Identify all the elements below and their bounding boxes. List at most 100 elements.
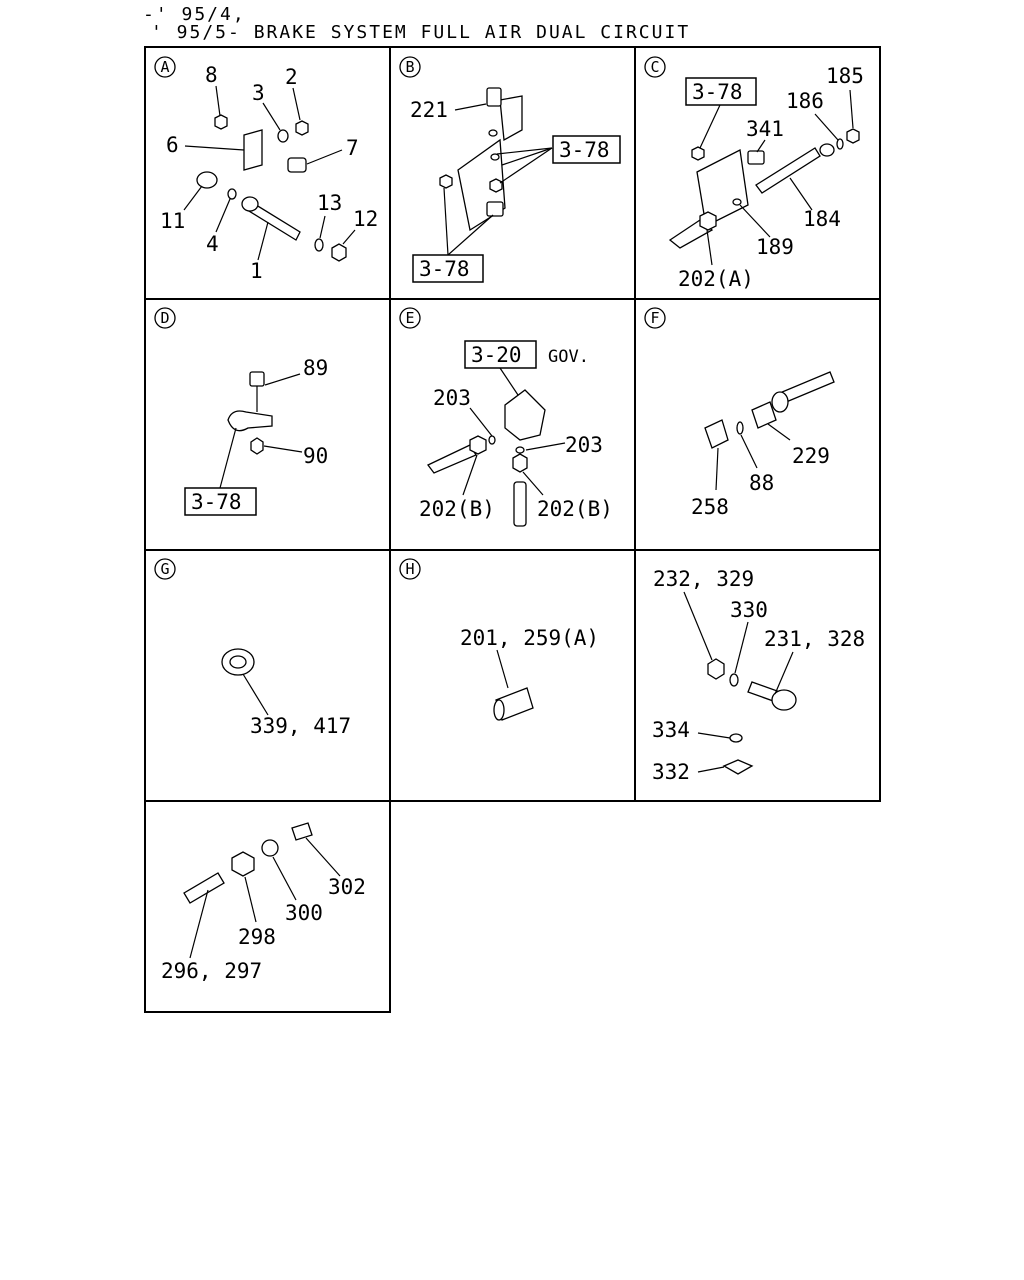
nut-2 [295, 120, 309, 136]
label-3: 3 [252, 81, 265, 105]
label-202a: 202(A) [678, 267, 754, 291]
panel-a: A 8 3 2 6 7 11 4 1 13 12 [154, 56, 378, 283]
label-12: 12 [353, 207, 378, 231]
label-203-upper: 203 [433, 386, 471, 410]
panel-b: B 221 3-78 3-78 [399, 56, 621, 283]
label-341: 341 [746, 117, 784, 141]
label-298: 298 [238, 925, 276, 949]
label-90: 90 [303, 444, 328, 468]
fitting-11 [196, 171, 218, 189]
bolt-lower [486, 201, 504, 217]
panel-c: C 3-78 185 186 341 184 189 202(A) [644, 56, 864, 291]
label-184: 184 [803, 207, 841, 231]
nut-202a [699, 211, 717, 231]
fitting-184 [755, 147, 821, 194]
nut-90 [250, 437, 264, 455]
o-ring-203-lower [515, 446, 525, 454]
bracket-tab [499, 95, 523, 142]
washer-186 [836, 138, 844, 150]
tee-258 [704, 419, 729, 449]
ref-box-3-78-b1: 3-78 [559, 138, 610, 162]
fitting-184-end [819, 143, 835, 157]
nut-8 [214, 114, 228, 130]
label-258: 258 [691, 495, 729, 519]
connector-head [241, 196, 259, 212]
panel-letter-f: F [650, 309, 659, 327]
label-202b-left: 202(B) [419, 497, 495, 521]
nut-12 [331, 243, 347, 262]
governor-body [504, 389, 546, 441]
label-1: 1 [250, 259, 263, 283]
label-330: 330 [730, 598, 768, 622]
nut-298 [231, 851, 255, 877]
ref-box-3-78-c: 3-78 [692, 80, 743, 104]
header-line-1: -' 95/4, [143, 4, 246, 25]
panel-letter-c: C [650, 58, 659, 76]
bolt-7 [287, 157, 307, 173]
label-296-297: 296, 297 [161, 959, 262, 983]
panel-letter-g: G [160, 560, 169, 578]
ref-box-3-20: 3-20 [471, 343, 522, 367]
bracket-c [696, 149, 749, 227]
label-gov: GOV. [548, 347, 589, 367]
o-ring-203-left [488, 435, 496, 445]
label-231-328: 231, 328 [764, 627, 865, 651]
bolt-221 [486, 87, 502, 107]
washer-334 [729, 733, 743, 743]
panel-letter-e: E [405, 309, 414, 327]
label-8: 8 [205, 63, 218, 87]
label-186: 186 [786, 89, 824, 113]
washer-3 [277, 129, 289, 143]
label-339-417: 339, 417 [250, 714, 351, 738]
snap-ring-13 [314, 238, 324, 252]
clip [227, 410, 273, 432]
sleeve-300 [261, 839, 279, 857]
panel-g: G 339, 417 [154, 558, 351, 738]
panel-f: F 229 88 258 [644, 307, 835, 519]
grommet-hole [229, 655, 247, 669]
bolt-341 [747, 150, 765, 165]
label-89: 89 [303, 356, 328, 380]
panel-letter-d: D [160, 309, 169, 327]
label-232-329: 232, 329 [653, 567, 754, 591]
panel-j: 302 300 298 296, 297 [161, 822, 366, 983]
ref-box-3-78-d: 3-78 [191, 490, 242, 514]
label-334: 334 [652, 718, 690, 742]
nut-c [691, 146, 705, 161]
sleeve-end [493, 699, 505, 721]
panel-h: H 201, 259(A) [399, 558, 599, 721]
pipe-f-end [771, 391, 789, 413]
label-88: 88 [749, 471, 774, 495]
label-202b-right: 202(B) [537, 497, 613, 521]
insert-302 [291, 822, 313, 841]
panel-letter-a: A [160, 58, 169, 76]
panel-letter-h: H [405, 560, 414, 578]
label-13: 13 [317, 191, 342, 215]
label-229: 229 [792, 444, 830, 468]
panel-grid [144, 46, 881, 1013]
nut-left [439, 174, 453, 189]
panel-letter-b: B [405, 58, 414, 76]
label-300: 300 [285, 901, 323, 925]
washer-2 [490, 153, 500, 161]
panel-d: D 89 90 3-78 [154, 307, 328, 516]
label-332: 332 [652, 760, 690, 784]
label-7: 7 [346, 136, 359, 160]
label-6: 6 [166, 133, 179, 157]
washer-189 [732, 198, 742, 206]
nut [489, 178, 503, 193]
label-189: 189 [756, 235, 794, 259]
nut-232 [707, 658, 725, 680]
panel-e: E 3-20 GOV. 203 203 202(B) 202(B) [399, 307, 613, 527]
nut-202b-left [469, 435, 487, 455]
ref-box-3-78-b2: 3-78 [419, 257, 470, 281]
pipe-left [427, 444, 477, 474]
label-2: 2 [285, 65, 298, 89]
header-line-2: ' 95/5- BRAKE SYSTEM FULL AIR DUAL CIRCU… [151, 22, 691, 43]
fitting-229 [751, 401, 777, 429]
pipe-296 [183, 872, 225, 904]
pipe-lower [513, 481, 527, 527]
bolt-89 [249, 371, 265, 387]
bracket-plate [243, 129, 263, 171]
